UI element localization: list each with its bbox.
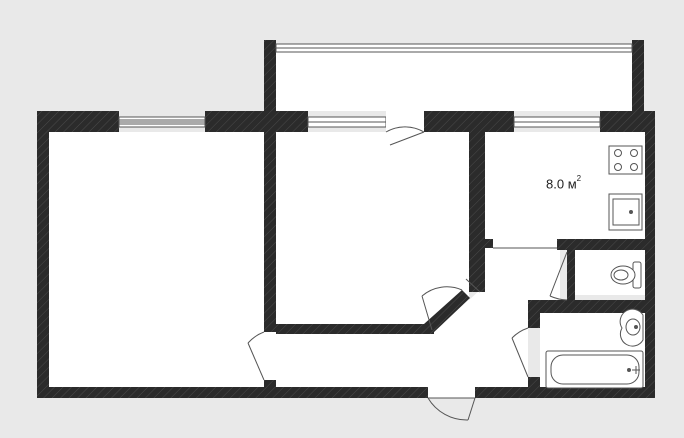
door-icon bbox=[511, 327, 529, 378]
toilet-icon bbox=[610, 261, 642, 289]
door-icon bbox=[385, 111, 425, 146]
door-icon bbox=[427, 387, 476, 421]
outer-wall-top-mid2 bbox=[424, 111, 514, 132]
door-icon bbox=[493, 239, 557, 249]
bedroom-floor bbox=[276, 132, 469, 324]
hallway-floor bbox=[276, 248, 560, 387]
outer-wall-top-left bbox=[37, 111, 119, 132]
outer-wall-left bbox=[37, 111, 49, 398]
door-icon bbox=[549, 251, 568, 301]
partition-bath-left-top bbox=[528, 313, 540, 328]
partition-bedroom-corner bbox=[424, 290, 470, 334]
partition-kitchen-bottom-left bbox=[485, 239, 493, 248]
window-icon bbox=[118, 116, 206, 128]
washbasin-icon bbox=[619, 308, 644, 347]
partition-living-bedroom-top bbox=[264, 132, 276, 332]
kitchen-area-unit: м bbox=[567, 176, 577, 192]
partition-wc-bottom bbox=[528, 300, 655, 313]
partition-wc-left bbox=[567, 250, 575, 300]
door-icon bbox=[247, 331, 276, 381]
bathtub-icon bbox=[545, 350, 644, 389]
outer-wall-right bbox=[645, 111, 655, 398]
kitchen-area-label: 8.0 м2 bbox=[546, 174, 582, 192]
kitchen-area-exponent: 2 bbox=[576, 174, 582, 183]
balcony-floor bbox=[276, 46, 632, 111]
walls bbox=[37, 40, 655, 398]
floor-areas bbox=[49, 46, 645, 389]
partition-living-bedroom-bottom bbox=[264, 380, 276, 390]
window-icon bbox=[275, 43, 633, 53]
partition-bedroom-kitchen bbox=[469, 132, 485, 292]
outer-wall-bottom-right bbox=[475, 387, 655, 398]
balcony-wall-left bbox=[264, 40, 276, 132]
stove-icon bbox=[608, 145, 643, 175]
doors bbox=[247, 111, 568, 421]
balcony-wall-right bbox=[632, 40, 644, 120]
partition-bedroom-bottom bbox=[264, 324, 434, 334]
door-icon bbox=[465, 278, 481, 293]
partition-kitchen-bottom-right bbox=[557, 239, 655, 250]
sink-icon bbox=[608, 193, 643, 231]
outer-wall-bottom-left bbox=[37, 387, 428, 398]
windows bbox=[118, 43, 633, 128]
door-icon bbox=[421, 286, 463, 331]
outer-wall-top-mid bbox=[205, 111, 308, 132]
kitchen-area-value: 8.0 bbox=[546, 176, 565, 192]
partition-bath-left-bottom bbox=[528, 377, 540, 389]
window-icon bbox=[513, 116, 601, 128]
window-icon bbox=[307, 116, 387, 128]
living-room-floor bbox=[49, 132, 266, 387]
